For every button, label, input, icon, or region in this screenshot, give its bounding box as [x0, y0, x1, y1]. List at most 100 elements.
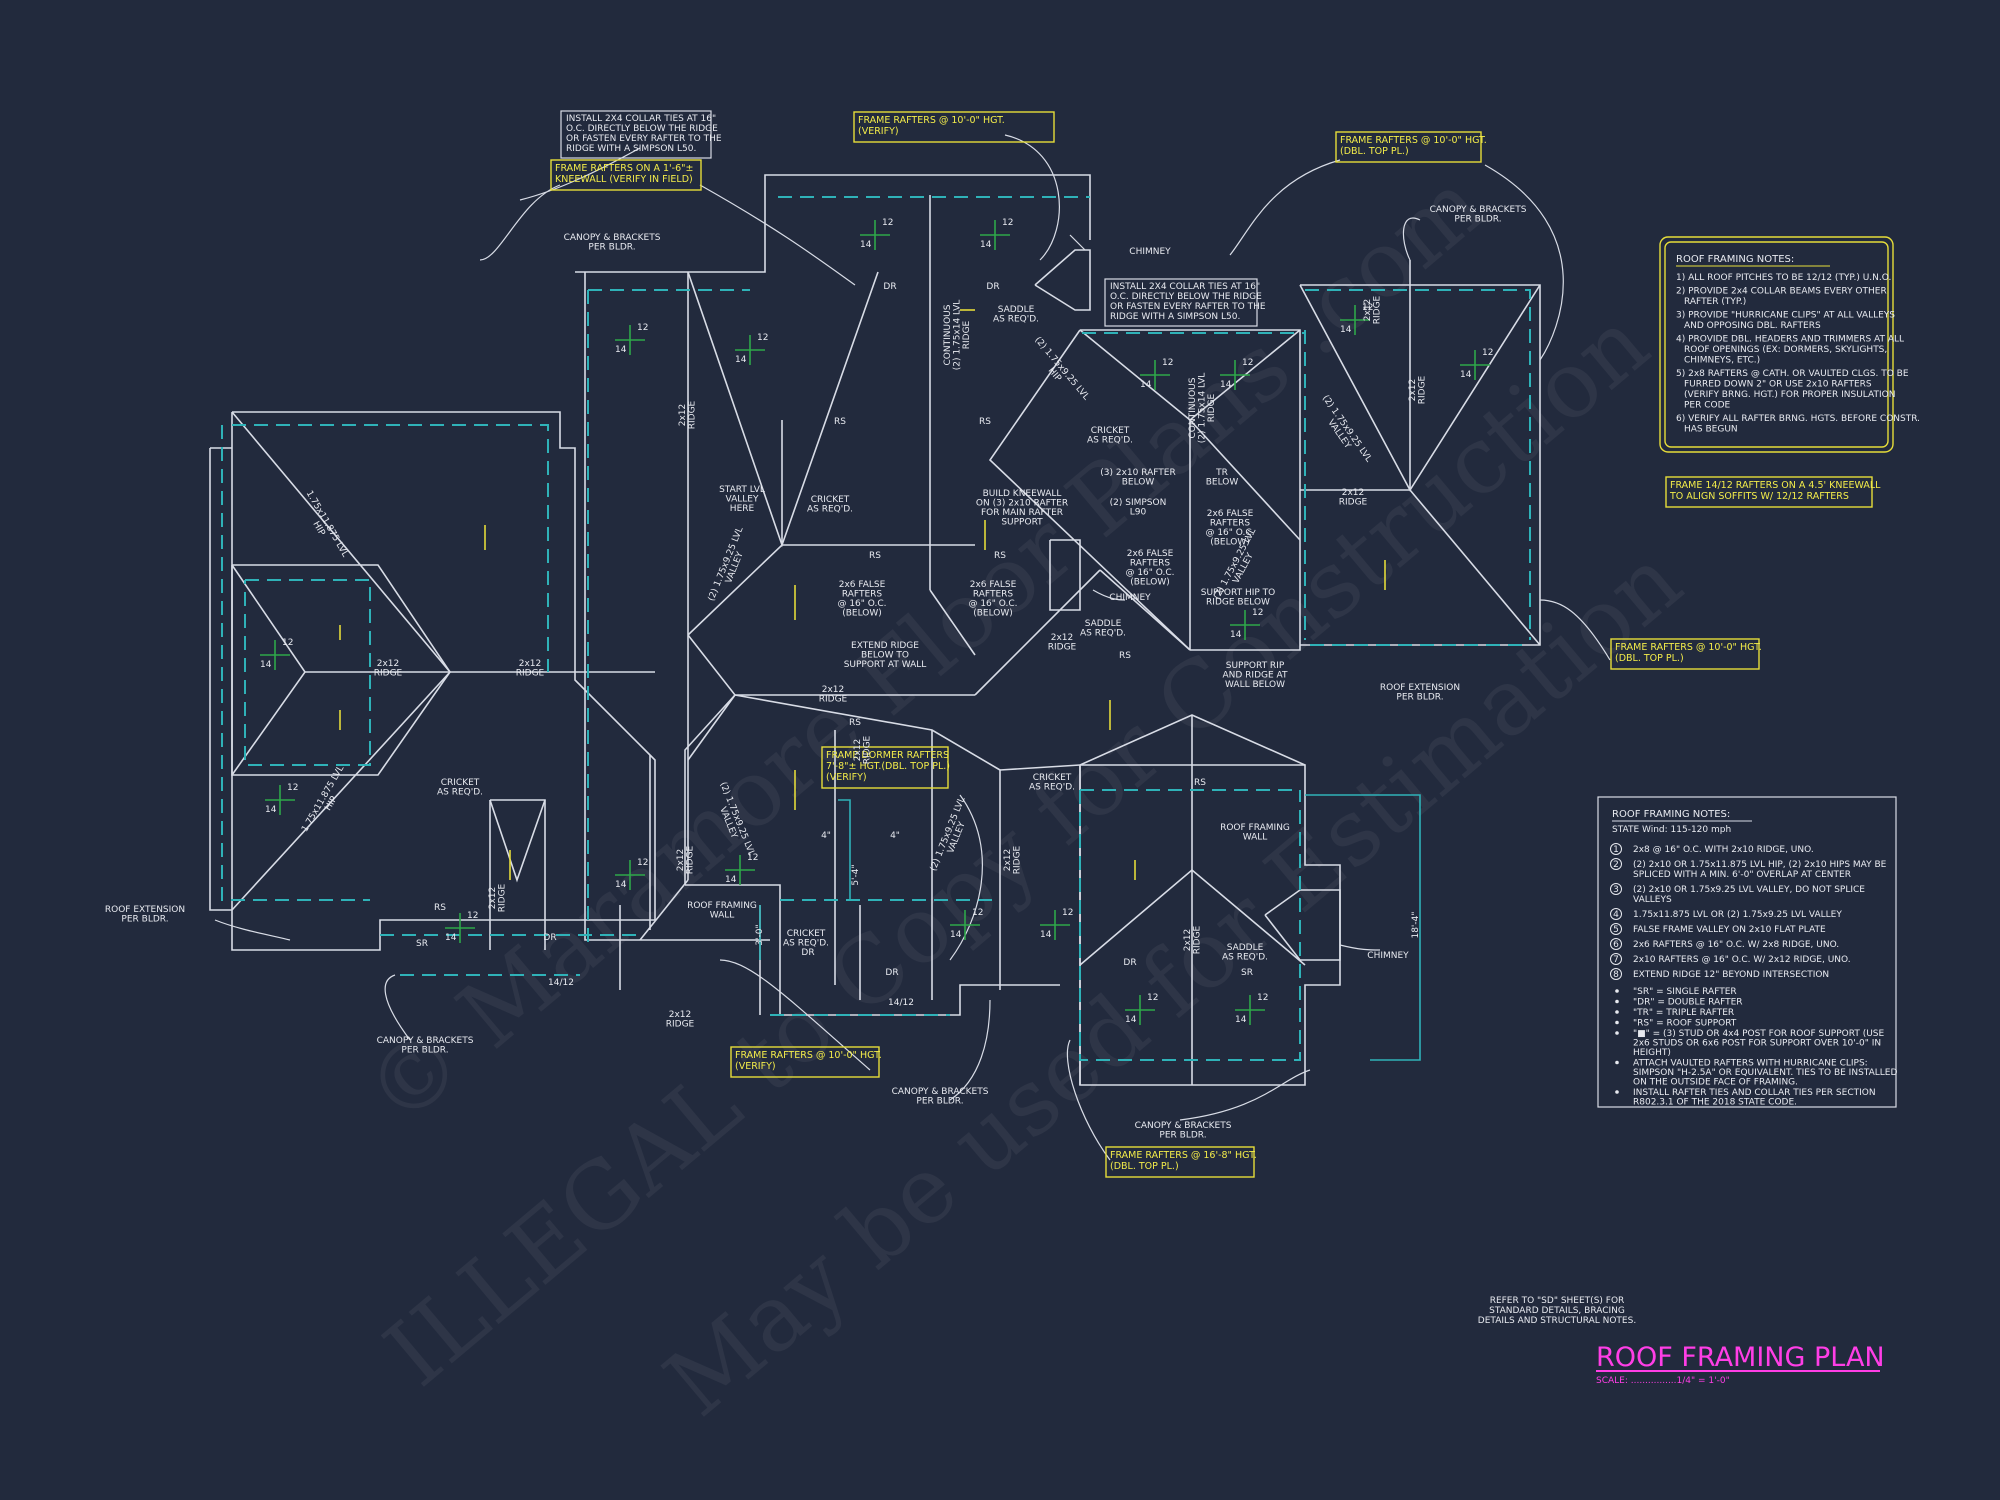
callout-text: FRAME RAFTERS @ 10'-0" HGT. — [735, 1050, 882, 1061]
pitch-run: 12 — [287, 783, 298, 793]
legend-item: 2(2) 2x10 OR 1.75x11.875 LVL HIP, (2) 2x… — [1610, 858, 1887, 880]
label-l11-line: AS REQ'D. — [993, 315, 1039, 325]
label-l26-line: 2x6 FALSE — [1207, 509, 1254, 519]
label-l28-line: RIDGE BELOW — [1206, 598, 1270, 608]
short-mark-rs: RS — [434, 903, 446, 913]
collar-note-text: OR FASTEN EVERY RAFTER TO THE — [1110, 302, 1266, 312]
label-l14-line: VALLEY — [726, 495, 759, 505]
label-l19-line: AS REQ'D. — [783, 939, 829, 949]
legend-text: 1.75x11.875 LVL OR (2) 1.75x9.25 LVL VAL… — [1633, 910, 1842, 920]
member-label-text: CONTINUOUS — [943, 304, 953, 365]
label-l24-line: (BELOW) — [973, 609, 1013, 619]
label-l17-line: CRICKET — [441, 778, 480, 788]
label-l5-line: PER BLDR. — [1159, 1131, 1206, 1141]
label-l25-line: (BELOW) — [1130, 578, 1170, 588]
legend-text: EXTEND RIDGE 12" BEYOND INTERSECTION — [1633, 970, 1829, 980]
pitch-run: 12 — [747, 853, 758, 863]
pitch-run: 12 — [467, 911, 478, 921]
label-l26-line: @ 16" O.C. — [1205, 528, 1254, 538]
pitch-rise: 14 — [735, 355, 747, 365]
short-mark-dr: DR — [986, 282, 999, 292]
pitch-run: 12 — [1362, 303, 1373, 313]
pitch-rise: 14 — [260, 660, 272, 670]
bullet-text: "SR" = SINGLE RAFTER — [1633, 987, 1737, 997]
bullet-text: ON THE OUTSIDE FACE OF FRAMING. — [1633, 1078, 1798, 1088]
legend-number: 7 — [1613, 955, 1619, 965]
eave-lines — [221, 196, 1531, 1061]
label-l2-line: CANOPY & BRACKETS — [1430, 205, 1527, 215]
collar-note-n2: INSTALL 2X4 COLLAR TIES AT 16"O.C. DIREC… — [1104, 278, 1266, 327]
label-l26-line: RAFTERS — [1210, 519, 1251, 529]
bullet-text: ATTACH VAULTED RAFTERS WITH HURRICANE CL… — [1633, 1059, 1868, 1069]
label-l3-line: PER BLDR. — [401, 1046, 448, 1056]
member-label-text: 2x12 — [1342, 488, 1365, 498]
collar-note-text: O.C. DIRECTLY BELOW THE RIDGE — [1110, 292, 1262, 302]
bullet-item: "DR" = DOUBLE RAFTER — [1615, 998, 1743, 1008]
short-mark-dr: DR — [543, 933, 556, 943]
pitch-rise: 14 — [615, 345, 627, 355]
label-l6-line: PER BLDR. — [121, 915, 168, 925]
label-l23-line: RAFTERS — [842, 590, 883, 600]
pitch-rise: 14 — [1235, 1015, 1247, 1025]
callout-text: (VERIFY) — [735, 1061, 776, 1072]
member-label-text: 2x12 — [822, 685, 845, 695]
label-l16-line: AS REQ'D. — [1087, 436, 1133, 446]
title-block: ROOF FRAMING PLAN SCALE: ...............… — [1596, 1342, 1885, 1386]
label-l17-line: AS REQ'D. — [437, 788, 483, 798]
notes-1-item-line: 2) PROVIDE 2x4 COLLAR BEAMS EVERY OTHER — [1676, 287, 1887, 297]
notes-1-item-line: RAFTER (TYP.) — [1684, 297, 1746, 307]
refer-note-line: DETAILS AND STRUCTURAL NOTES. — [1478, 1316, 1636, 1326]
bullet-item: "RS" = ROOF SUPPORT — [1615, 1019, 1737, 1029]
member-label-text: RIDGE — [1373, 295, 1383, 324]
label-l4-line: CANOPY & BRACKETS — [892, 1087, 989, 1097]
pitch-run: 12 — [637, 858, 648, 868]
legend-number: 2 — [1613, 860, 1619, 870]
roof-framing-notes-box-1: ROOF FRAMING NOTES: 1) ALL ROOF PITCHES … — [1659, 236, 1920, 453]
pitch-run: 12 — [1002, 218, 1013, 228]
callout-c2: FRAME RAFTERS ON A 1'-6"±KNEEWALL (VERIF… — [550, 159, 702, 191]
short-mark-rs: RS — [994, 551, 1006, 561]
label-l28-line: SUPPORT HIP TO — [1201, 588, 1276, 598]
label-l2-line: PER BLDR. — [1454, 215, 1501, 225]
legend-text: 2x8 @ 16" O.C. WITH 2x10 RIDGE, UNO. — [1633, 845, 1814, 855]
pitch-run: 12 — [882, 218, 893, 228]
pitch-run: 12 — [757, 333, 768, 343]
callout-text: TO ALIGN SOFFITS W/ 12/12 RAFTERS — [1669, 491, 1849, 502]
label-l23-line: 2x6 FALSE — [839, 580, 886, 590]
callout-text: (DBL. TOP PL.) — [1110, 1161, 1179, 1172]
collar-note-n1: INSTALL 2X4 COLLAR TIES AT 16"O.C. DIREC… — [560, 110, 722, 159]
label-l9: CHIMNEY — [1109, 593, 1151, 603]
member-label-text: RIDGE — [374, 669, 403, 679]
member-label-text: 2x12 — [1003, 849, 1013, 872]
label-l9-line: CHIMNEY — [1109, 593, 1151, 603]
member-label-text: RIDGE — [688, 400, 698, 429]
short-mark-dim_3: 3'-0" — [755, 924, 765, 945]
bullet-text: R802.3.1 OF THE 2018 STATE CODE. — [1633, 1098, 1797, 1108]
callout-text: FRAME RAFTERS ON A 1'-6"± — [555, 163, 693, 174]
label-l14-line: START LVL — [719, 485, 765, 495]
pitch-run: 12 — [1242, 358, 1253, 368]
pitch-rise: 14 — [1230, 630, 1242, 640]
short-mark-pitch_14_12: 14/12 — [548, 978, 574, 988]
bullet-text: "DR" = DOUBLE RAFTER — [1633, 998, 1743, 1008]
short-mark-rs: RS — [1194, 778, 1206, 788]
member-label-text: (2) 1.75x14 LVL — [1198, 373, 1208, 443]
watermark: © Maramore Floor Plans .com ILLEGAL to C… — [345, 151, 1701, 1437]
callout-c3: FRAME RAFTERS @ 10'-0" HGT.(DBL. TOP PL.… — [1335, 131, 1487, 163]
member-label-text: 2x12 — [377, 659, 400, 669]
bullet-item: INSTALL RAFTER TIES AND COLLAR TIES PER … — [1615, 1088, 1876, 1108]
